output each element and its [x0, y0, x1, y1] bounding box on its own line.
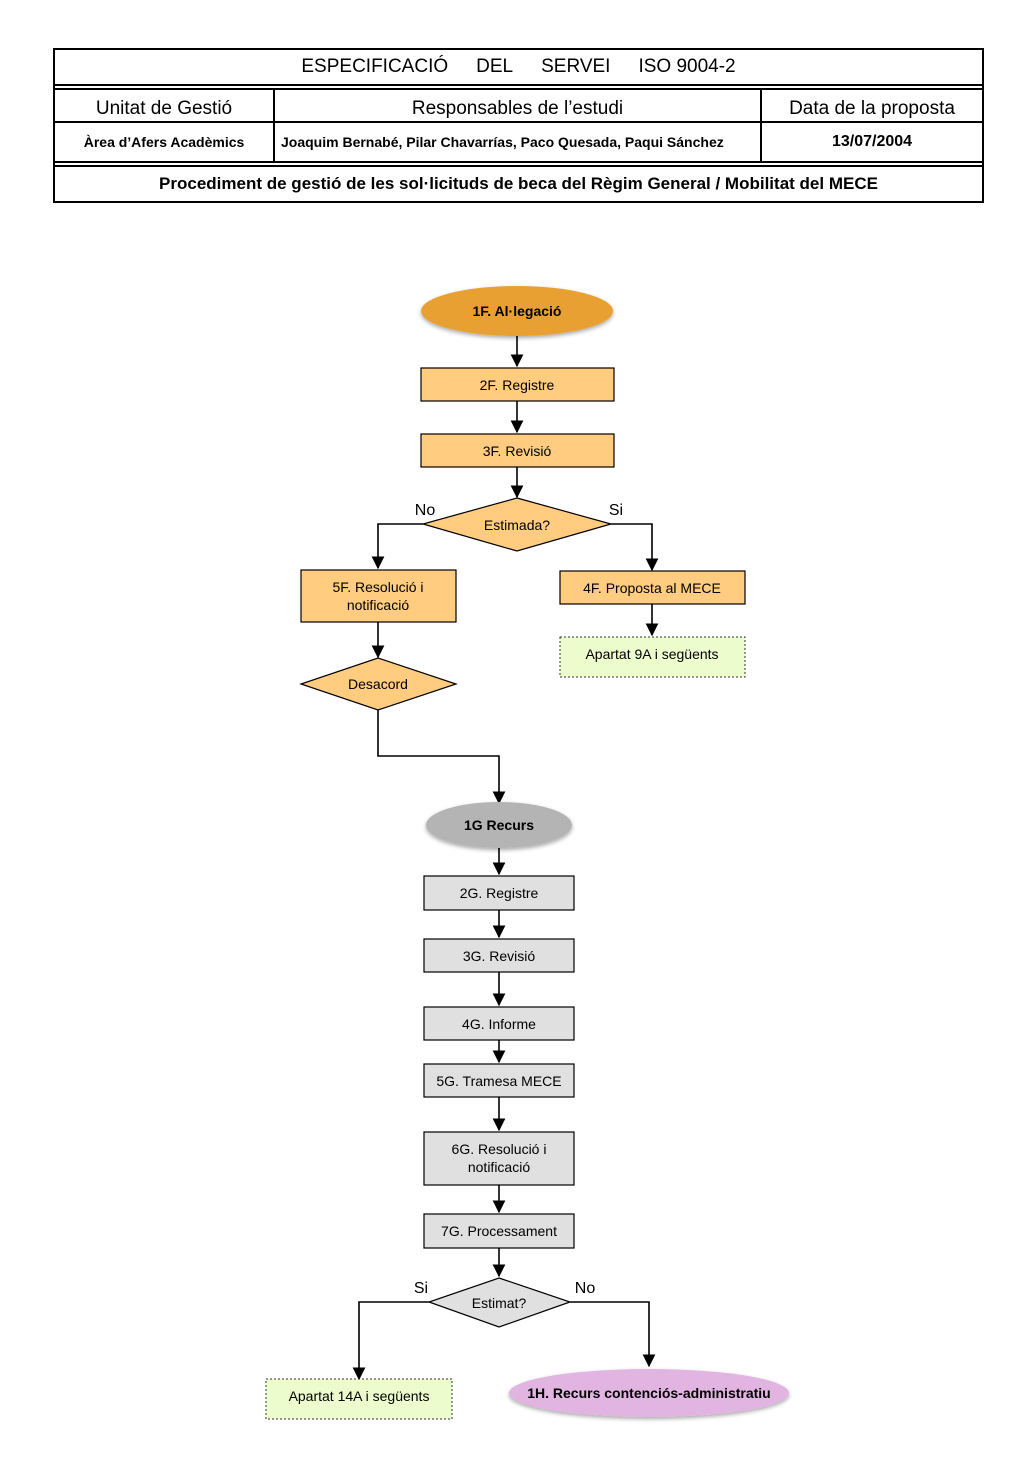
- connector: [611, 523, 659, 572]
- node-label: 3G. Revisió: [463, 948, 536, 964]
- box-shape: [420, 433, 615, 468]
- connectors-g: [352, 848, 656, 1381]
- node-5f: 5F. Resolució i notificació: [300, 569, 457, 623]
- box-shape: [300, 569, 457, 623]
- node-label: notificació: [347, 597, 409, 613]
- node-1g: 1G Recurs: [426, 802, 572, 848]
- node-4f: 4F. Proposta al MECE: [559, 570, 746, 605]
- spec-title: ESPECIFICACIÓ DEL SERVEI ISO 9004-2: [53, 48, 984, 86]
- col-date-header: Data de la proposta: [760, 88, 984, 123]
- unit-value: Àrea d’Afers Acadèmics: [53, 121, 275, 163]
- diamond-shape: [299, 657, 458, 711]
- node-2g: 2G. Registre: [423, 875, 575, 911]
- decision-estimat: Estimat?: [427, 1277, 572, 1328]
- branch-si-label: Si: [414, 1280, 428, 1297]
- node-label: 1G Recurs: [464, 817, 534, 833]
- title-word: ISO 9004-2: [638, 56, 736, 77]
- branch-si-label: Si: [609, 502, 623, 519]
- box-shape: [423, 875, 575, 911]
- node-label: 2G. Registre: [460, 885, 539, 901]
- connector: [352, 1301, 429, 1381]
- box-shape: [559, 636, 746, 678]
- node-label: 5F. Resolució i: [332, 579, 423, 595]
- box-shape: [423, 938, 575, 973]
- box-shape: [423, 1063, 575, 1098]
- decision-desacord: Desacord: [299, 657, 458, 711]
- node-label: notificació: [468, 1159, 530, 1175]
- connectors-f: [371, 336, 659, 805]
- node-label: 2F. Registre: [480, 377, 555, 393]
- box-shape: [423, 1006, 575, 1041]
- node-label: Apartat 14A i següents: [289, 1388, 430, 1404]
- node-6g: 6G. Resolució i notificació: [423, 1131, 575, 1186]
- node-label: 1H. Recurs contenciós-administratiu: [527, 1385, 771, 1401]
- oval-shape: [509, 1369, 789, 1417]
- connector: [377, 710, 506, 805]
- title-word: DEL: [476, 56, 514, 77]
- node-1f: 1F. Al·legació: [421, 286, 613, 336]
- box-shape: [423, 1213, 575, 1249]
- box-shape: [559, 570, 746, 605]
- node-label: Estimat?: [472, 1295, 527, 1311]
- procedure-title: Procediment de gestió de les sol·licitud…: [53, 165, 984, 203]
- header-table: ESPECIFICACIÓ DEL SERVEI ISO 9004-2 Unitat …: [53, 48, 984, 203]
- node-3f: 3F. Revisió: [420, 433, 615, 468]
- node-1h: 1H. Recurs contenciós-administratiu: [509, 1369, 789, 1417]
- box-shape: [265, 1378, 453, 1420]
- node-label: 7G. Processament: [441, 1223, 557, 1239]
- diamond-shape: [427, 1277, 572, 1328]
- box-shape: [423, 1131, 575, 1186]
- node-label: 4F. Proposta al MECE: [583, 580, 721, 596]
- diamond-shape: [420, 497, 614, 552]
- node-label: Apartat 9A i següents: [585, 646, 718, 662]
- ref-9a: Apartat 9A i següents: [559, 636, 746, 678]
- title-word: SERVEI: [541, 56, 611, 77]
- box-shape: [420, 367, 615, 402]
- resp-value: Joaquim Bernabé, Pilar Chavarrías, Paco …: [273, 121, 762, 163]
- node-4g: 4G. Informe: [423, 1006, 575, 1041]
- oval-shape: [426, 802, 572, 848]
- branch-no-label: No: [575, 1280, 596, 1297]
- branch-no-label: No: [415, 502, 436, 519]
- ref-14a: Apartat 14A i següents: [265, 1378, 453, 1420]
- node-label: 5G. Tramesa MECE: [436, 1073, 561, 1089]
- title-word: ESPECIFICACIÓ: [301, 56, 449, 77]
- col-resp-header: Responsables de l’estudi: [273, 88, 762, 123]
- node-label: 4G. Informe: [462, 1016, 536, 1032]
- date-value: 13/07/2004: [760, 121, 984, 163]
- node-3g: 3G. Revisió: [423, 938, 575, 973]
- node-7g: 7G. Processament: [423, 1213, 575, 1249]
- decision-estimada: Estimada?: [420, 497, 614, 552]
- node-label: Desacord: [348, 676, 408, 692]
- node-5g: 5G. Tramesa MECE: [423, 1063, 575, 1098]
- connector: [570, 1301, 656, 1368]
- col-unit-header: Unitat de Gestió: [53, 88, 275, 123]
- node-label: 3F. Revisió: [483, 443, 552, 459]
- connector: [371, 523, 423, 570]
- node-label: 6G. Resolució i: [452, 1141, 547, 1157]
- spec-header: ESPECIFICACIÓ DEL SERVEI ISO 9004-2 Unitat …: [53, 48, 984, 203]
- oval-shape: [421, 286, 613, 336]
- node-2f: 2F. Registre: [420, 367, 615, 402]
- node-label: Estimada?: [484, 517, 550, 533]
- node-label: 1F. Al·legació: [473, 303, 562, 319]
